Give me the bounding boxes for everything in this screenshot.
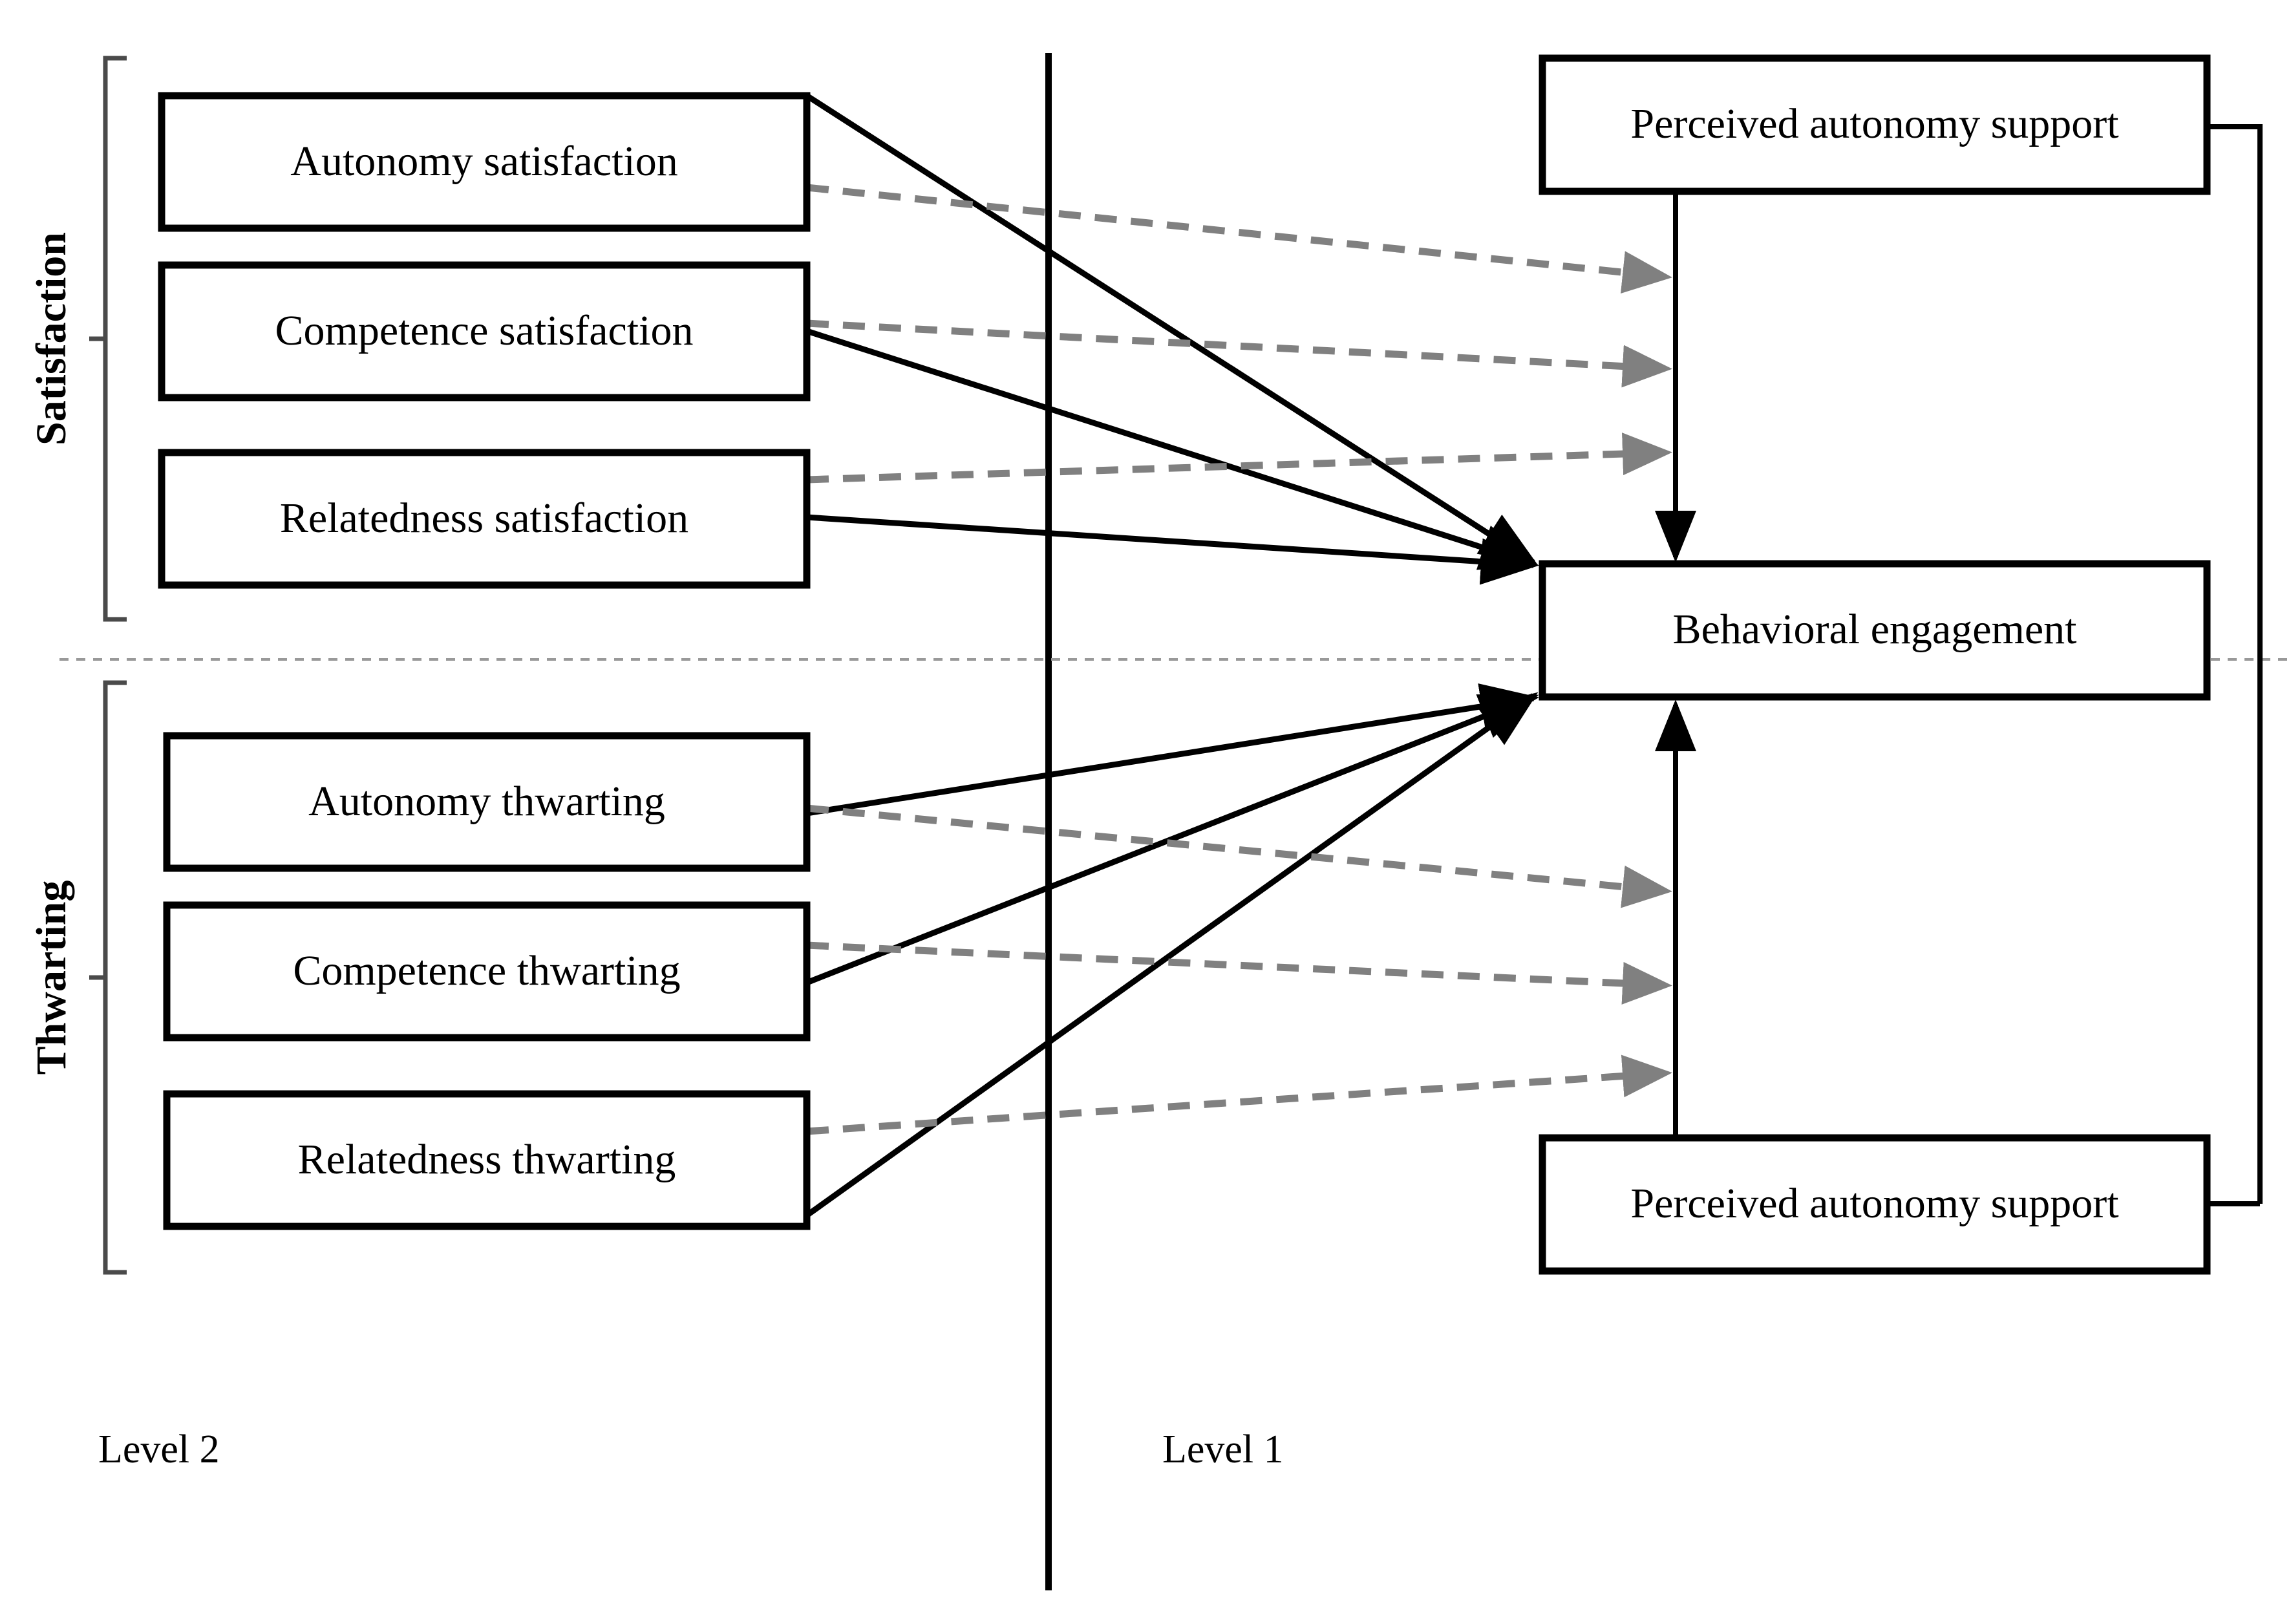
box-relatedness-satisfaction[interactable]: Relatedness satisfaction	[158, 449, 811, 589]
box-autonomy-thwarting[interactable]: Autonomy thwarting	[163, 732, 811, 872]
satisfaction-bracket	[103, 56, 127, 622]
box-label-competence-satisfaction: Competence satisfaction	[275, 307, 694, 354]
path-autonomy-satisfaction-to-engagement	[805, 93, 1539, 566]
moderation-autonomy-thwarting	[806, 804, 1672, 908]
moderation-competence-thwarting	[806, 941, 1672, 1005]
box-label-perceived-autonomy-support-top: Perceived autonomy support	[1630, 100, 2118, 147]
level-label-1: Level 1	[1162, 1427, 1284, 1471]
box-competence-thwarting[interactable]: Competence thwarting	[163, 901, 811, 1042]
path-autonomy-thwarting-to-engagement	[806, 683, 1539, 817]
box-label-behavioral-engagement: Behavioral engagement	[1673, 606, 2077, 653]
box-label-autonomy-thwarting: Autonomy thwarting	[308, 778, 665, 825]
group-label-satisfaction: Satisfaction	[28, 232, 75, 445]
box-behavioral-engagement[interactable]: Behavioral engagement	[1539, 560, 2211, 701]
box-perceived-autonomy-support-bottom[interactable]: Perceived autonomy support	[1539, 1134, 2211, 1275]
box-label-autonomy-satisfaction: Autonomy satisfaction	[290, 138, 677, 185]
group-label-thwarting: Thwarting	[28, 881, 75, 1075]
moderation-competence-satisfaction	[806, 319, 1672, 388]
path-competence-satisfaction-to-engagement	[805, 328, 1539, 570]
path-relatedness-thwarting-to-engagement	[805, 692, 1539, 1218]
level-label-2: Level 2	[98, 1427, 220, 1471]
thwarting-bracket	[103, 680, 127, 1275]
box-relatedness-thwarting[interactable]: Relatedness thwarting	[163, 1090, 811, 1230]
box-perceived-autonomy-support-top[interactable]: Perceived autonomy support	[1539, 54, 2211, 195]
moderation-relatedness-thwarting	[806, 1054, 1672, 1135]
path-relatedness-satisfaction-to-engagement	[806, 514, 1539, 585]
moderation-autonomy-satisfaction	[806, 184, 1672, 294]
box-label-perceived-autonomy-support-bottom: Perceived autonomy support	[1630, 1180, 2118, 1227]
box-label-relatedness-thwarting: Relatedness thwarting	[298, 1136, 676, 1183]
box-label-relatedness-satisfaction: Relatedness satisfaction	[280, 495, 688, 542]
box-competence-satisfaction[interactable]: Competence satisfaction	[158, 261, 811, 401]
box-label-competence-thwarting: Competence thwarting	[293, 947, 680, 994]
box-autonomy-satisfaction[interactable]: Autonomy satisfaction	[158, 92, 811, 232]
